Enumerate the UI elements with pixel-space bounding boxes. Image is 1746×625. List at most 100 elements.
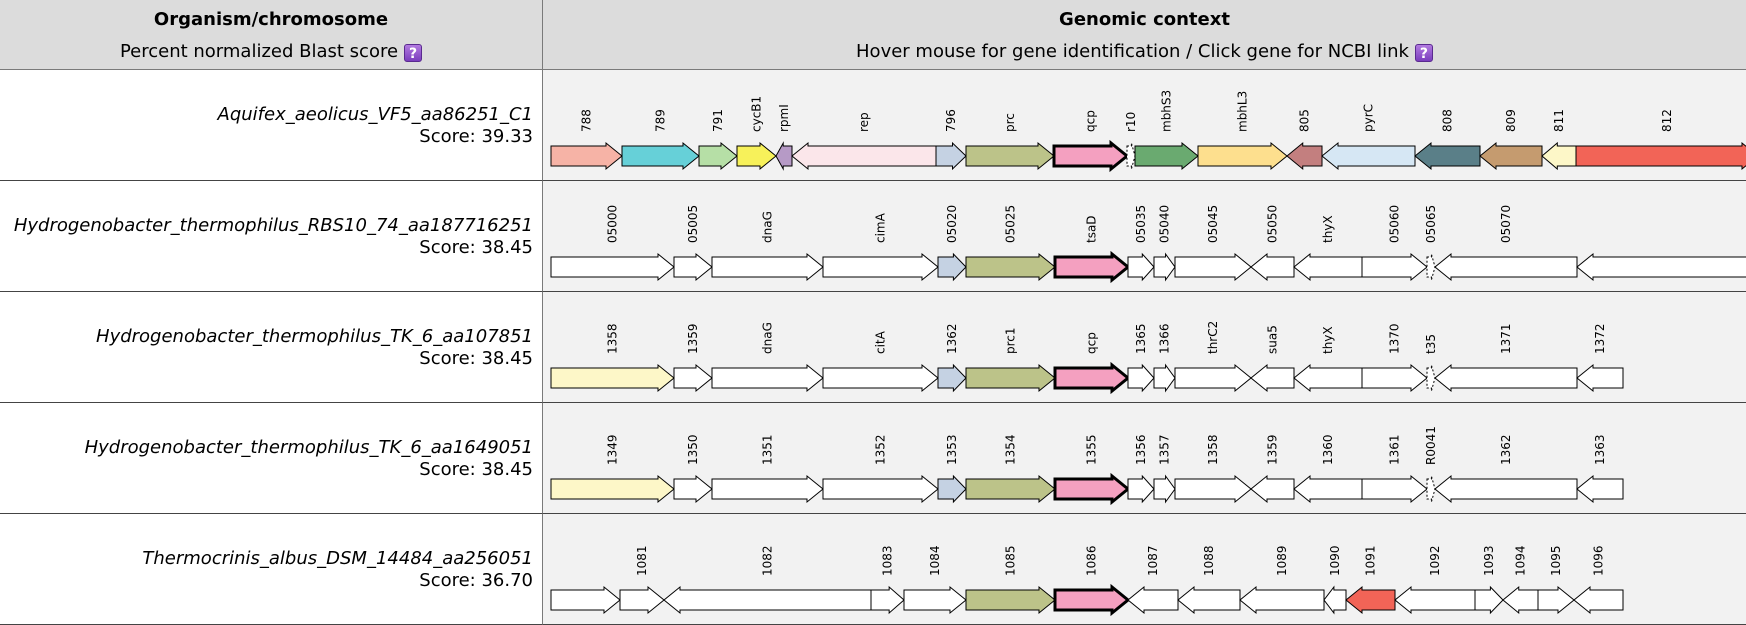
organism-cell: Hydrogenobacter_thermophilus_RBS10_74_aa…	[0, 181, 543, 292]
gene-arrow[interactable]	[937, 474, 967, 504]
gene-arrow[interactable]	[1153, 474, 1176, 504]
gene-arrow[interactable]	[1127, 585, 1179, 615]
gene-arrow[interactable]	[1177, 585, 1241, 615]
gene-label: 1353	[945, 434, 959, 465]
gene-arrow[interactable]	[1541, 141, 1577, 171]
gene-arrow[interactable]	[903, 585, 967, 615]
gene-arrow[interactable]	[1134, 141, 1199, 171]
gene-arrow[interactable]	[1361, 252, 1428, 282]
gene-arrow[interactable]	[1293, 474, 1363, 504]
gene-arrow[interactable]	[870, 585, 905, 615]
gene-arrow[interactable]	[965, 363, 1056, 393]
gene-label: 05060	[1388, 205, 1402, 243]
help-icon[interactable]: ?	[1414, 44, 1433, 62]
gene-arrow[interactable]	[1537, 585, 1575, 615]
gene-arrow[interactable]	[1127, 252, 1155, 282]
gene-arrow[interactable]	[1293, 363, 1363, 393]
gene-arrow[interactable]	[1361, 363, 1428, 393]
query-gene-arrow[interactable]	[1053, 583, 1131, 617]
gene-arrow[interactable]	[1197, 141, 1288, 171]
organism-name: Hydrogenobacter_thermophilus_TK_6_aa1649…	[84, 437, 533, 458]
organism-name: Aquifex_aeolicus_VF5_aa86251_C1	[217, 104, 533, 125]
gene-arrow[interactable]	[1174, 252, 1252, 282]
gene-arrow[interactable]	[1293, 252, 1363, 282]
gene-arrow[interactable]	[775, 141, 793, 171]
gene-arrow[interactable]	[736, 141, 777, 171]
gene-arrow[interactable]	[1250, 252, 1295, 282]
gene-arrow[interactable]	[1345, 585, 1396, 615]
gene-label: citA	[874, 330, 888, 354]
gene-arrow[interactable]	[1153, 363, 1176, 393]
gene-arrow[interactable]	[550, 252, 675, 282]
gene-label: 1094	[1514, 545, 1528, 576]
gene-arrow[interactable]	[550, 474, 675, 504]
gene-arrow[interactable]	[1576, 363, 1624, 393]
gene-arrow[interactable]	[698, 141, 738, 171]
gene-arrow[interactable]	[619, 585, 665, 615]
gene-arrow[interactable]	[1575, 141, 1746, 171]
help-icon[interactable]: ?	[404, 44, 423, 62]
query-gene-arrow[interactable]	[1052, 139, 1130, 173]
gene-arrow[interactable]	[1361, 474, 1428, 504]
gene-arrow[interactable]	[965, 252, 1056, 282]
gene-arrow[interactable]	[1127, 363, 1155, 393]
gene-label: 1359	[686, 323, 700, 354]
gene-arrow[interactable]	[621, 141, 700, 171]
gene-arrow[interactable]	[673, 474, 713, 504]
gene-label: 1349	[606, 434, 620, 465]
gene-arrow[interactable]	[1239, 585, 1325, 615]
gene-arrow[interactable]	[965, 474, 1056, 504]
gene-arrow[interactable]	[663, 585, 872, 615]
gene-arrow[interactable]	[1174, 474, 1252, 504]
gene-arrow[interactable]	[1576, 252, 1746, 282]
organism-column-header: Organism/chromosome Percent normalized B…	[0, 0, 543, 70]
gene-arrow[interactable]	[965, 585, 1056, 615]
gene-arrow[interactable]	[1474, 585, 1504, 615]
gene-arrow[interactable]	[1250, 363, 1295, 393]
gene-arrow[interactable]	[937, 363, 967, 393]
gene-arrow[interactable]	[1286, 141, 1323, 171]
query-gene-arrow[interactable]	[1053, 361, 1131, 395]
gene-arrow[interactable]	[1573, 585, 1624, 615]
gene-arrow[interactable]	[711, 252, 824, 282]
gene-arrow[interactable]	[1250, 474, 1295, 504]
gene-arrow[interactable]	[822, 363, 939, 393]
gene-arrow[interactable]	[1426, 253, 1436, 281]
gene-arrow[interactable]	[1576, 474, 1624, 504]
gene-arrow[interactable]	[1323, 585, 1347, 615]
gene-arrow[interactable]	[791, 141, 937, 171]
gene-arrow[interactable]	[1153, 252, 1176, 282]
gene-arrow[interactable]	[673, 363, 713, 393]
gene-label: 789	[654, 109, 668, 132]
gene-arrow[interactable]	[1434, 363, 1578, 393]
gene-arrow[interactable]	[1434, 252, 1578, 282]
gene-arrow[interactable]	[1394, 585, 1476, 615]
gene-arrow[interactable]	[711, 363, 824, 393]
gene-arrow[interactable]	[1126, 142, 1136, 170]
gene-label: r10	[1124, 112, 1138, 132]
gene-arrow[interactable]	[1321, 141, 1416, 171]
gene-arrow[interactable]	[1426, 475, 1436, 503]
gene-arrow[interactable]	[550, 363, 675, 393]
gene-arrow[interactable]	[965, 141, 1055, 171]
gene-arrow[interactable]	[1127, 474, 1155, 504]
gene-arrow[interactable]	[1502, 585, 1539, 615]
gene-arrow[interactable]	[935, 141, 967, 171]
organism-cell: Hydrogenobacter_thermophilus_TK_6_aa1649…	[0, 403, 543, 514]
gene-arrow[interactable]	[1479, 141, 1543, 171]
gene-arrow[interactable]	[822, 474, 939, 504]
gene-arrow[interactable]	[550, 141, 623, 171]
gene-arrow[interactable]	[550, 585, 621, 615]
gene-arrow[interactable]	[822, 252, 939, 282]
gene-arrow[interactable]	[937, 252, 967, 282]
gene-arrow[interactable]	[673, 252, 713, 282]
gene-arrow[interactable]	[1174, 363, 1252, 393]
query-gene-arrow[interactable]	[1053, 250, 1131, 284]
gene-arrow[interactable]	[1434, 474, 1578, 504]
query-gene-arrow[interactable]	[1053, 472, 1131, 506]
gene-arrow[interactable]	[711, 474, 824, 504]
gene-arrow[interactable]	[1414, 141, 1481, 171]
gene-arrow[interactable]	[1426, 364, 1436, 392]
